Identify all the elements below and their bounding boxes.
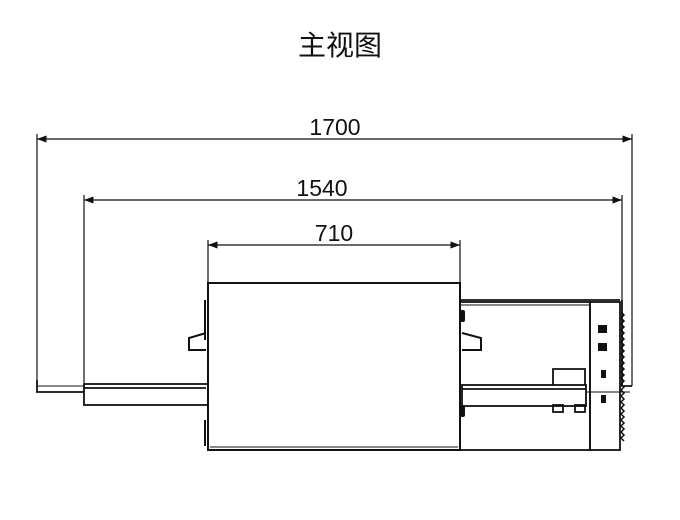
left-conveyor <box>36 380 209 406</box>
dimension-1700 <box>36 134 633 386</box>
dimension-label-1700: 1700 <box>309 114 360 140</box>
right-handle <box>461 332 482 351</box>
control-panel <box>598 325 607 403</box>
dimension-label-710: 710 <box>315 220 353 246</box>
dimension-1540 <box>83 195 623 383</box>
oven-chamber <box>204 282 461 451</box>
feet-dots <box>460 310 465 417</box>
dimension-label-1540: 1540 <box>296 175 347 201</box>
dimension-710 <box>207 240 461 283</box>
left-handle <box>188 332 207 351</box>
cooling-fins <box>619 311 626 442</box>
right-housing <box>459 299 632 451</box>
right-conveyor <box>461 368 630 413</box>
view-title: 主视图 <box>297 29 382 62</box>
